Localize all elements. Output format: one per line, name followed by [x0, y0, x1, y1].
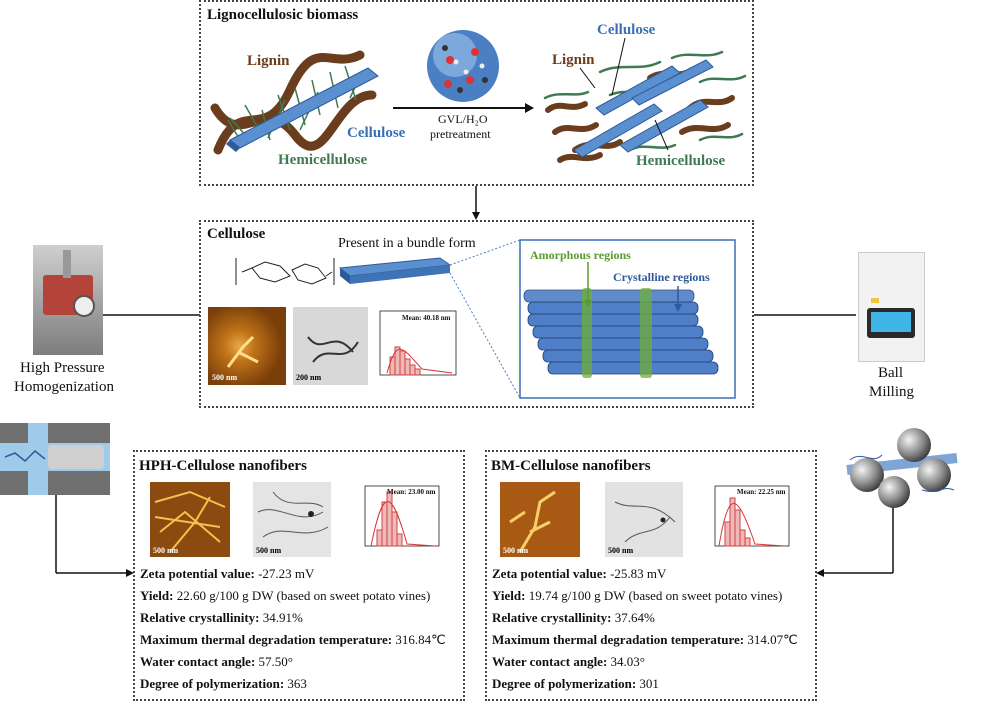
bm-prop-yield: Yield: 19.74 g/100 g DW (based on sweet …: [492, 588, 783, 603]
cellulose-tem-image: 200 nm: [293, 307, 368, 385]
hph-prop-polymerization: Degree of polymerization: 363: [140, 676, 307, 691]
histogram-mean-label: Mean: 23.00 nm: [387, 488, 436, 496]
amorphous-regions-label: Amorphous regions: [530, 248, 631, 262]
scale-bar-label: 500 nm: [503, 546, 529, 555]
bm-afm-image: 500 nm: [500, 482, 580, 557]
hph-tem-image: 500 nm: [253, 482, 331, 557]
hph-prop-zeta: Zeta potential value: -27.23 mV: [140, 566, 315, 581]
lignin-label-right: Lignin: [552, 52, 595, 68]
hph-cellulose-nanofibers-panel: HPH-Cellulose nanofibers: [133, 450, 465, 701]
hemicellulose-label-left: Hemicellulose: [278, 152, 368, 168]
cellulose-label-left: Cellulose: [347, 125, 406, 141]
crystalline-regions-label: Crystalline regions: [613, 270, 710, 284]
bm-prop-crystallinity: Relative crystallinity: 37.64%: [492, 610, 655, 625]
hph-prop-yield: Yield: 22.60 g/100 g DW (based on sweet …: [140, 588, 431, 603]
hph-label-line2: Homogenization: [14, 379, 114, 395]
cellulose-label-right: Cellulose: [597, 22, 656, 38]
scale-bar-label: 500 nm: [212, 373, 238, 382]
scale-bar-label: 200 nm: [296, 373, 322, 382]
panel-title: HPH-Cellulose nanofibers: [139, 458, 307, 474]
bm-prop-contact-angle: Water contact angle: 34.03°: [492, 654, 645, 669]
bundle-form-text: Present in a bundle form: [338, 236, 476, 251]
panel-title: Cellulose: [207, 226, 266, 242]
cellulose-panel: Cellulose: [199, 220, 754, 408]
cellulose-afm-image: 500 nm: [208, 307, 286, 385]
bm-prop-zeta: Zeta potential value: -25.83 mV: [492, 566, 667, 581]
hemicellulose-label-right: Hemicellulose: [636, 153, 726, 169]
panel-title: BM-Cellulose nanofibers: [491, 458, 651, 474]
hph-label-line1: High Pressure: [20, 360, 105, 376]
bm-tem-image: 500 nm: [605, 482, 683, 557]
bm-cellulose-nanofibers-panel: BM-Cellulose nanofibers: [485, 450, 817, 701]
histogram-mean-label: Mean: 40.18 nm: [402, 314, 451, 322]
scale-bar-label: 500 nm: [153, 546, 179, 555]
histogram-mean-label: Mean: 22.25 nm: [737, 488, 786, 496]
ball-mill-photo: [858, 252, 925, 362]
bm-prop-thermal: Maximum thermal degradation temperature:…: [492, 632, 798, 647]
bm-prop-polymerization: Degree of polymerization: 301: [492, 676, 659, 691]
hph-prop-crystallinity: Relative crystallinity: 34.91%: [140, 610, 303, 625]
ball-milling-label-line2: Milling: [869, 384, 915, 400]
hph-afm-image: 500 nm: [150, 482, 230, 557]
lignin-label-left: Lignin: [247, 53, 290, 69]
high-pressure-homogenizer-photo: [33, 245, 103, 355]
lignocellulosic-biomass-panel: Lignocellulosic biomass: [199, 0, 754, 186]
ball-milling-illustration: [846, 428, 958, 508]
scale-bar-label: 500 nm: [608, 546, 634, 555]
hph-prop-contact-angle: Water contact angle: 57.50°: [140, 654, 293, 669]
hph-prop-thermal: Maximum thermal degradation temperature:…: [140, 632, 446, 647]
scale-bar-label: 500 nm: [256, 546, 282, 555]
panel-title: Lignocellulosic biomass: [207, 7, 359, 23]
bm-histogram: Mean: 22.25 nm: [705, 482, 793, 557]
ball-milling-label-line1: Ball: [878, 365, 903, 381]
arrow-label-solvent: GVL/H₂O: [438, 112, 488, 126]
hph-histogram: Mean: 23.00 nm: [355, 482, 443, 557]
homogenizer-valve-illustration: [0, 423, 110, 495]
arrow-label-pretreatment: pretreatment: [430, 127, 491, 141]
cellulose-histogram: Mean: 40.18 nm: [372, 307, 460, 385]
